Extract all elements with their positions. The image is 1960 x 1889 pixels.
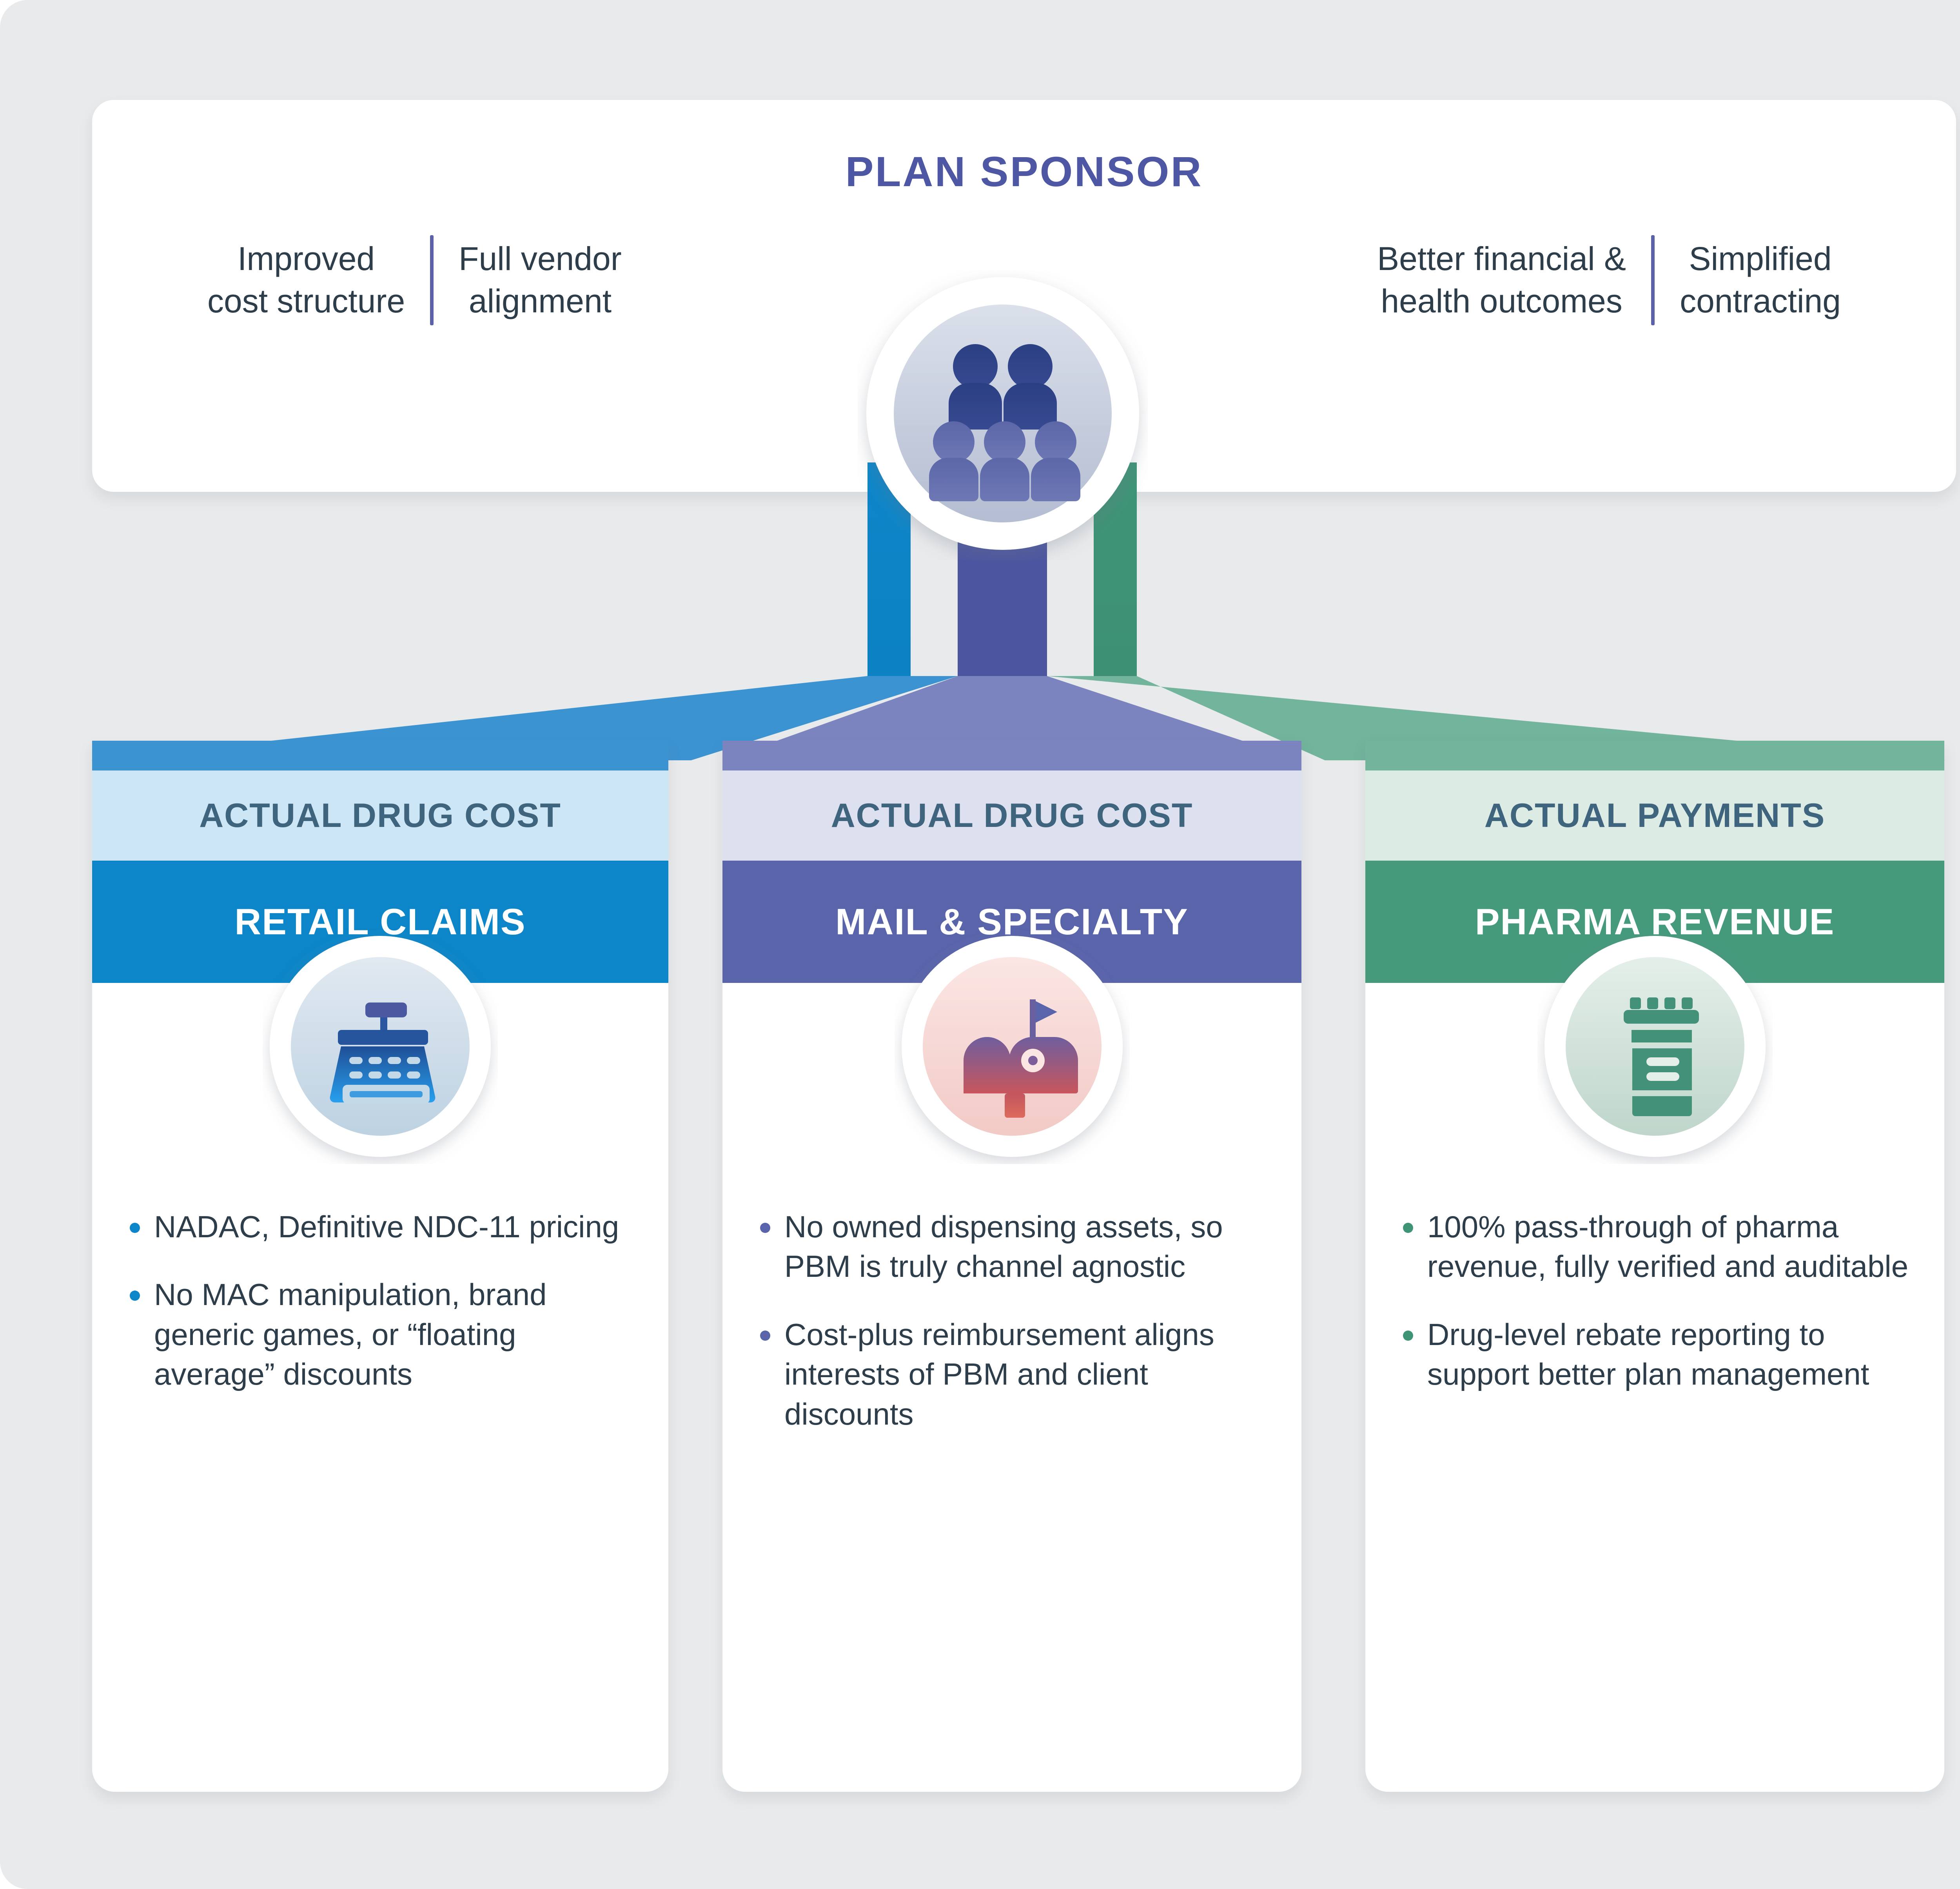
bullet-text: Cost-plus reimbursement aligns interests… — [784, 1317, 1214, 1431]
column-eyebrow-band: ACTUAL DRUG COST — [722, 770, 1301, 861]
column-bullet-list: NADAC, Definitive NDC-11 pricing No MAC … — [130, 1207, 641, 1423]
benefit-divider — [1651, 235, 1655, 325]
column-title-band: MAIL & SPECIALTY — [722, 861, 1301, 983]
benefit-divider — [430, 235, 434, 325]
column-retail-claims: ACTUAL DRUG COST RETAIL CLAIMS NADAC, De… — [92, 741, 668, 1792]
list-item: 100% pass-through of pharma revenue, ful… — [1403, 1207, 1917, 1287]
bullet-text: No owned dispensing assets, so PBM is tr… — [784, 1209, 1223, 1284]
column-eyebrow-band: ACTUAL PAYMENTS — [1365, 770, 1944, 861]
benefit-improved-cost-structure: Improved cost structure — [207, 240, 405, 319]
bullet-text: 100% pass-through of pharma revenue, ful… — [1427, 1209, 1909, 1284]
column-pharma-revenue: ACTUAL PAYMENTS PHARMA REVENUE 100% pass… — [1365, 741, 1944, 1792]
benefits-right-group: Better financial & health outcomes Simpl… — [1200, 229, 1866, 331]
column-eyebrow-label: ACTUAL PAYMENTS — [1484, 796, 1826, 834]
column-eyebrow-label: ACTUAL DRUG COST — [199, 796, 561, 834]
list-item: Cost-plus reimbursement aligns interests… — [760, 1315, 1274, 1434]
cash-register-icon — [263, 929, 498, 1164]
page-title: PLAN SPONSOR — [845, 148, 1203, 195]
group-of-people-icon — [858, 270, 1148, 560]
bullet-dot-icon — [760, 1223, 770, 1233]
list-item: No owned dispensing assets, so PBM is tr… — [760, 1207, 1274, 1287]
bullet-text: No MAC manipulation, brand generic games… — [154, 1277, 547, 1392]
mailbox-icon — [895, 929, 1130, 1164]
column-cap-strip — [722, 741, 1301, 770]
benefits-left-group: Improved cost structure Full vendor alig… — [182, 229, 849, 331]
column-cap-strip — [1365, 741, 1944, 770]
list-item: Drug-level rebate reporting to support b… — [1403, 1315, 1917, 1394]
bullet-dot-icon — [130, 1291, 140, 1301]
column-bullet-list: No owned dispensing assets, so PBM is tr… — [760, 1207, 1274, 1462]
column-title-label: MAIL & SPECIALTY — [835, 901, 1189, 942]
benefit-simplified-contracting: Simplified contracting — [1680, 240, 1841, 319]
column-eyebrow-label: ACTUAL DRUG COST — [831, 796, 1193, 834]
column-eyebrow-band: ACTUAL DRUG COST — [92, 770, 668, 861]
column-title-label: PHARMA REVENUE — [1475, 901, 1835, 942]
bullet-text: Drug-level rebate reporting to support b… — [1427, 1317, 1869, 1392]
list-item: NADAC, Definitive NDC-11 pricing — [130, 1207, 641, 1247]
bullet-text: NADAC, Definitive NDC-11 pricing — [154, 1209, 619, 1244]
bullet-dot-icon — [760, 1330, 770, 1341]
bullet-dot-icon — [130, 1223, 140, 1233]
bullet-dot-icon — [1403, 1330, 1413, 1341]
column-mail-and-specialty: ACTUAL DRUG COST MAIL & SPECIALTY No own… — [722, 741, 1301, 1792]
funnel-connectors — [0, 462, 1960, 760]
benefit-better-financial-health-outcomes: Better financial & health outcomes — [1377, 240, 1626, 319]
bullet-dot-icon — [1403, 1223, 1413, 1233]
column-title-label: RETAIL CLAIMS — [234, 901, 526, 942]
column-bullet-list: 100% pass-through of pharma revenue, ful… — [1403, 1207, 1917, 1423]
pill-bottle-icon — [1537, 929, 1773, 1164]
list-item: No MAC manipulation, brand generic games… — [130, 1275, 641, 1394]
column-cap-strip — [92, 741, 668, 770]
benefit-full-vendor-alignment: Full vendor alignment — [459, 240, 622, 319]
